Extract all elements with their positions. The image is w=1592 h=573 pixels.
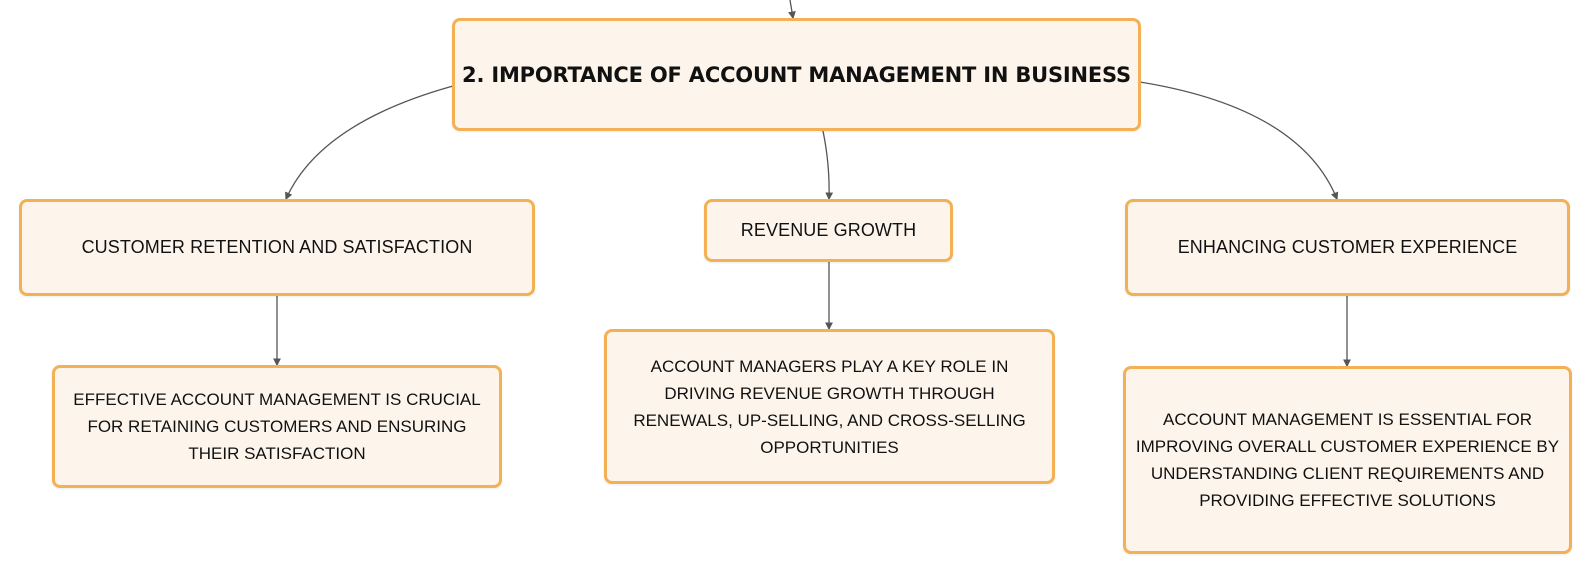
incoming-connector bbox=[788, 0, 796, 20]
subtopic-revenue-detail[interactable]: ACCOUNT MANAGERS PLAY A KEY ROLE IN DRIV… bbox=[604, 329, 1055, 484]
topic-customer-retention[interactable]: CUSTOMER RETENTION AND SATISFACTION bbox=[19, 199, 535, 296]
subtopic-retention-detail[interactable]: EFFECTIVE ACCOUNT MANAGEMENT IS CRUCIAL … bbox=[52, 365, 502, 488]
topic-label: REVENUE GROWTH bbox=[740, 220, 917, 240]
topic-label: CUSTOMER RETENTION AND SATISFACTION bbox=[81, 237, 473, 257]
root-topic-label: 2. IMPORTANCE OF ACCOUNT MANAGEMENT IN B… bbox=[462, 62, 1131, 87]
topic-revenue-growth[interactable]: REVENUE GROWTH bbox=[704, 199, 953, 262]
root-topic-node[interactable]: 2. IMPORTANCE OF ACCOUNT MANAGEMENT IN B… bbox=[452, 18, 1141, 131]
connector-root-to-experience bbox=[1139, 81, 1339, 201]
subtopic-text: ACCOUNT MANAGEMENT IS ESSENTIAL FOR IMPR… bbox=[1135, 410, 1560, 510]
subtopic-text: ACCOUNT MANAGERS PLAY A KEY ROLE IN DRIV… bbox=[633, 356, 1026, 457]
topic-customer-experience[interactable]: ENHANCING CUSTOMER EXPERIENCE bbox=[1125, 199, 1570, 296]
connector-root-to-revenue bbox=[822, 130, 834, 201]
connector-root-to-retention bbox=[285, 85, 454, 201]
subtopic-experience-detail[interactable]: ACCOUNT MANAGEMENT IS ESSENTIAL FOR IMPR… bbox=[1123, 366, 1572, 554]
subtopic-text: EFFECTIVE ACCOUNT MANAGEMENT IS CRUCIAL … bbox=[73, 390, 481, 463]
topic-label: ENHANCING CUSTOMER EXPERIENCE bbox=[1177, 237, 1518, 257]
